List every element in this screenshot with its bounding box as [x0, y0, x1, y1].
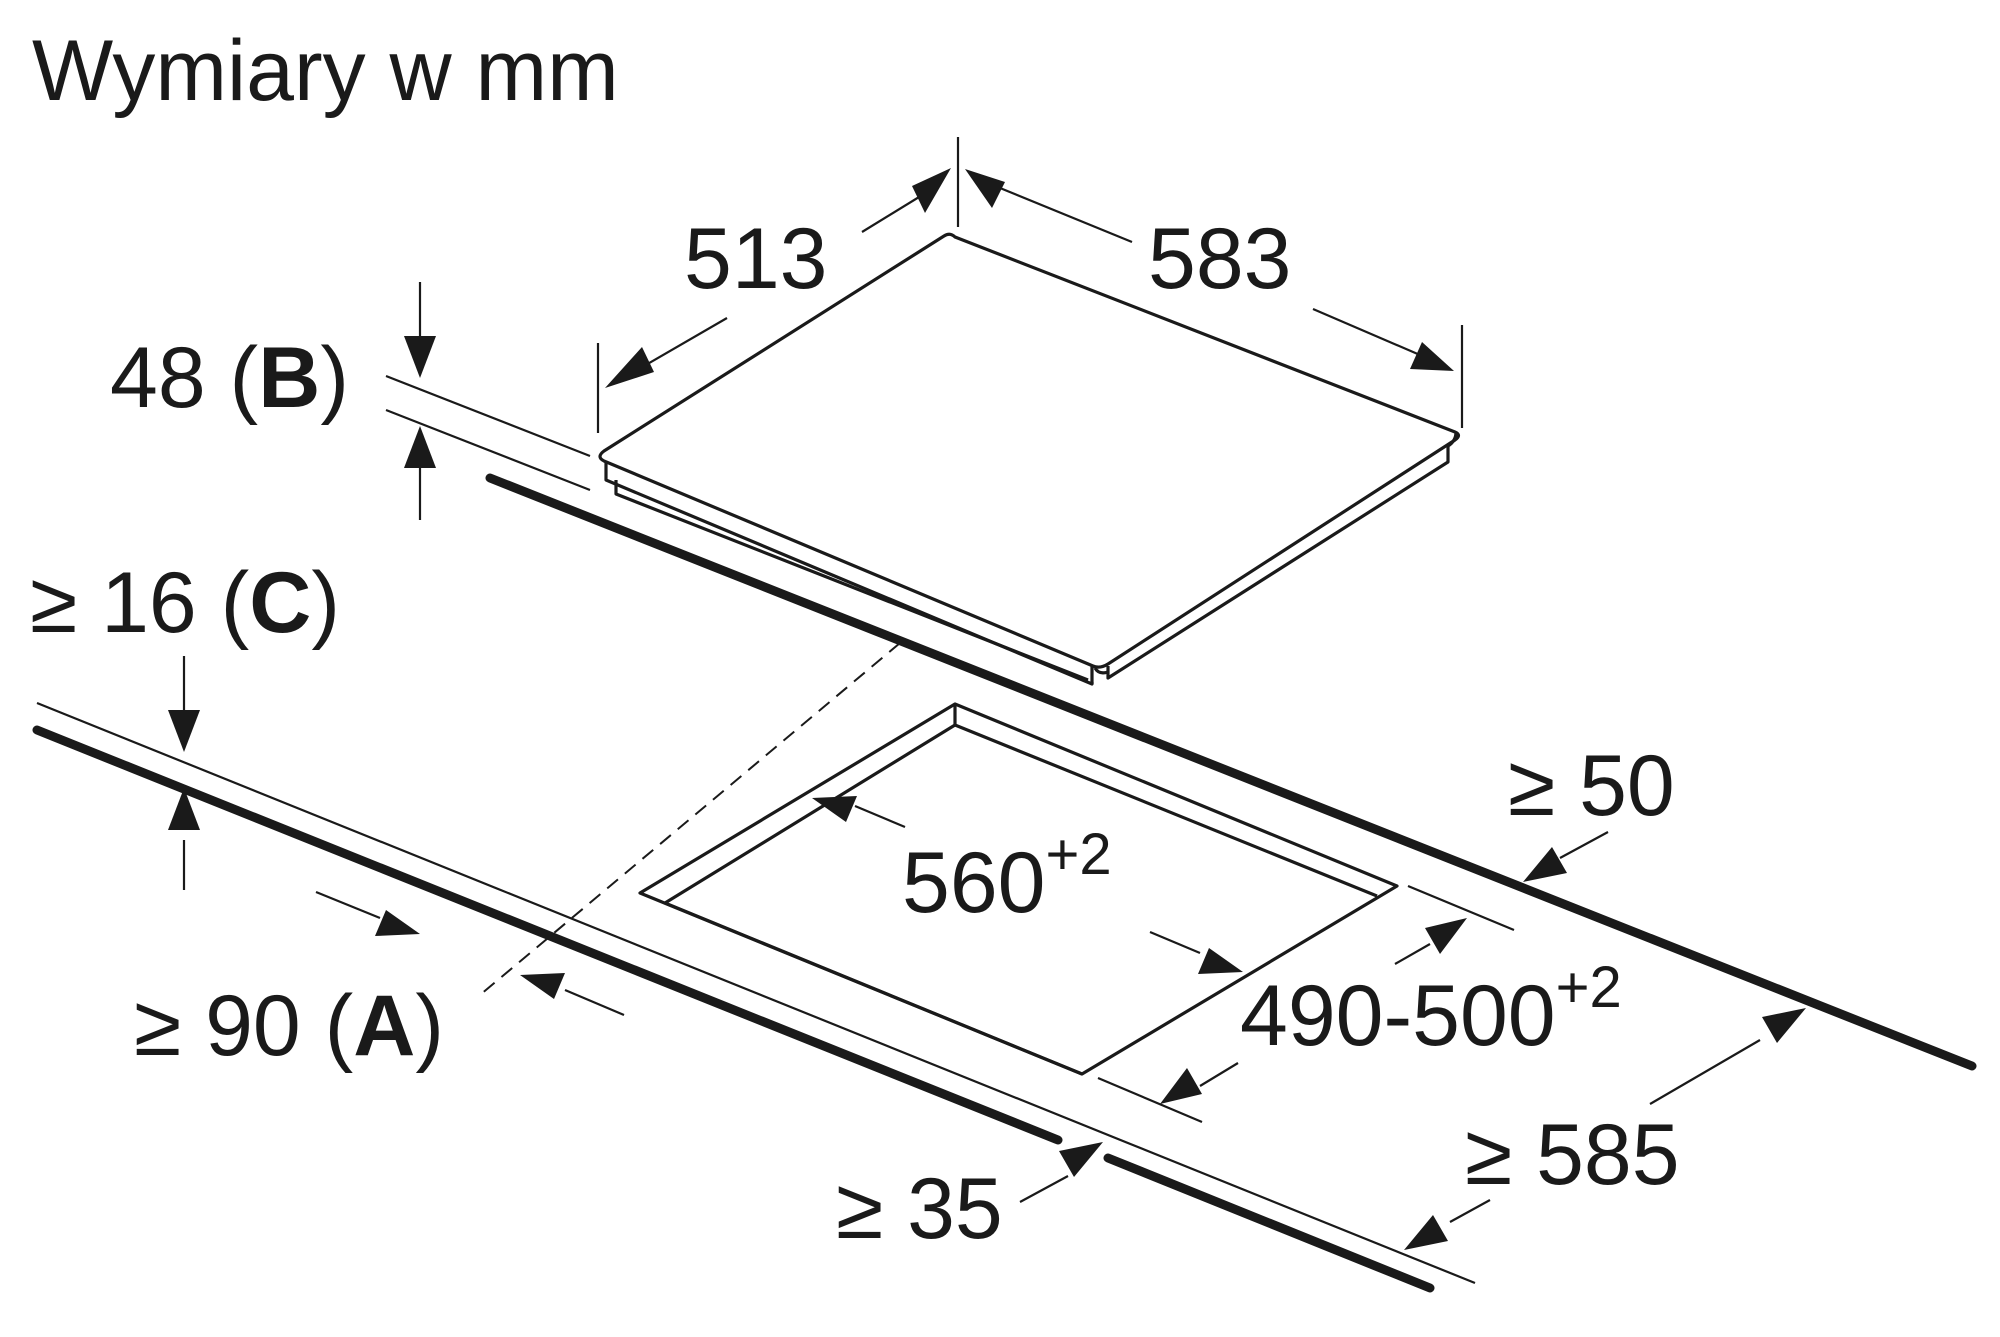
side-clearance-label: ≥ 50: [1508, 738, 1675, 834]
dimension-depth: 513: [596, 137, 960, 433]
front-edge-label: ≥ 35: [836, 1161, 1003, 1257]
dimension-front: ≥ 90 (A): [134, 890, 625, 1074]
cutout: [479, 642, 1399, 1076]
worktop: [32, 473, 1977, 1293]
dimension-cutout-depth: 490-500+2: [1097, 884, 1622, 1124]
worktop-depth-label: ≥ 585: [1465, 1107, 1680, 1203]
dimension-height: 48 (B): [110, 282, 591, 520]
dimension-gap: ≥ 16 (C): [30, 555, 340, 890]
dimension-side-clearance: ≥ 50: [1508, 738, 1675, 882]
dimension-front-edge: ≥ 35: [836, 1142, 1103, 1257]
hob-outline: [598, 232, 1461, 686]
height-label: 48 (B): [110, 330, 349, 426]
dimension-width: 583: [965, 169, 1464, 428]
cutout-width-label: 560+2: [902, 822, 1112, 931]
gap-label: ≥ 16 (C): [30, 555, 340, 651]
cutout-depth-label: 490-500+2: [1240, 955, 1622, 1064]
dimension-worktop-depth: ≥ 585: [1404, 1008, 1806, 1250]
diagram-title: Wymiary w mm: [32, 23, 619, 119]
dimension-cutout-width: 560+2: [812, 796, 1243, 974]
width-label: 583: [1148, 211, 1292, 307]
front-label: ≥ 90 (A): [134, 978, 444, 1074]
depth-label: 513: [684, 211, 828, 307]
